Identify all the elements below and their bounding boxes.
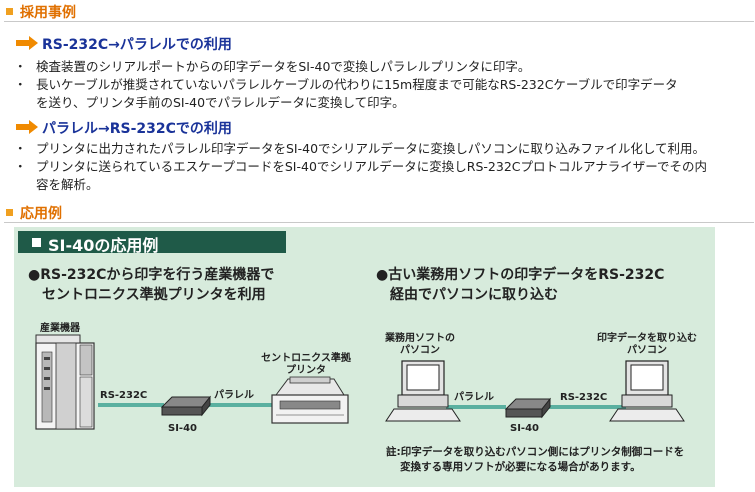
orange-arrow-icon — [16, 36, 38, 50]
section-title: 採用事例 — [20, 5, 76, 21]
parallel-label: パラレル — [454, 392, 494, 403]
parallel-label: パラレル — [214, 390, 254, 401]
pc-icon — [385, 360, 461, 422]
industrial-machine-icon — [35, 334, 95, 430]
white-square-icon — [32, 238, 41, 247]
orange-arrow-icon — [16, 120, 38, 134]
pc1-label: 業務用ソフトの パソコン — [385, 333, 455, 356]
left-case-heading: ●RS-232Cから印字を行う産業機器で セントロニクス準拠プリンタを利用 — [28, 267, 275, 303]
si40-device-icon — [504, 397, 552, 419]
si40-device-icon — [160, 395, 212, 417]
right-case-heading: ●古い業務用ソフトの印字データをRS-232C 経由でパソコンに取り込む — [376, 267, 665, 303]
subheading-title: RS-232C→パラレルでの利用 — [42, 37, 232, 53]
section-rule — [4, 21, 754, 22]
diagram-banner-title: SI-40の応用例 — [48, 236, 159, 255]
application-diagram: SI-40の応用例 ●RS-232Cから印字を行う産業機器で セントロニクス準拠… — [14, 227, 715, 487]
pc-icon — [609, 360, 685, 422]
si40-label: SI-40 — [510, 423, 539, 434]
machine-label: 産業機器 — [40, 323, 80, 334]
pc2-label: 印字データを取り込む パソコン — [597, 333, 697, 356]
section-heading-adoption: 採用事例 — [4, 2, 754, 22]
diagram-banner: SI-40の応用例 — [18, 231, 286, 255]
section-rule — [4, 222, 754, 223]
rs232c-label: RS-232C — [100, 390, 148, 401]
orange-square-icon — [6, 8, 13, 15]
rs232c-label: RS-232C — [560, 392, 608, 403]
printer-icon — [271, 376, 349, 424]
printer-label: セントロニクス準拠 プリンタ — [261, 353, 351, 376]
section-title: 応用例 — [20, 206, 62, 222]
diagram-graphics — [35, 334, 685, 430]
subheading-title: パラレル→RS-232Cでの利用 — [42, 121, 232, 137]
diagram-note: 註:印字データを取り込むパソコン側にはプリンタ制御コードを 変換する専用ソフトが… — [386, 446, 685, 473]
si40-label: SI-40 — [168, 423, 197, 434]
orange-square-icon — [6, 209, 13, 216]
section-heading-application: 応用例 — [4, 203, 754, 223]
